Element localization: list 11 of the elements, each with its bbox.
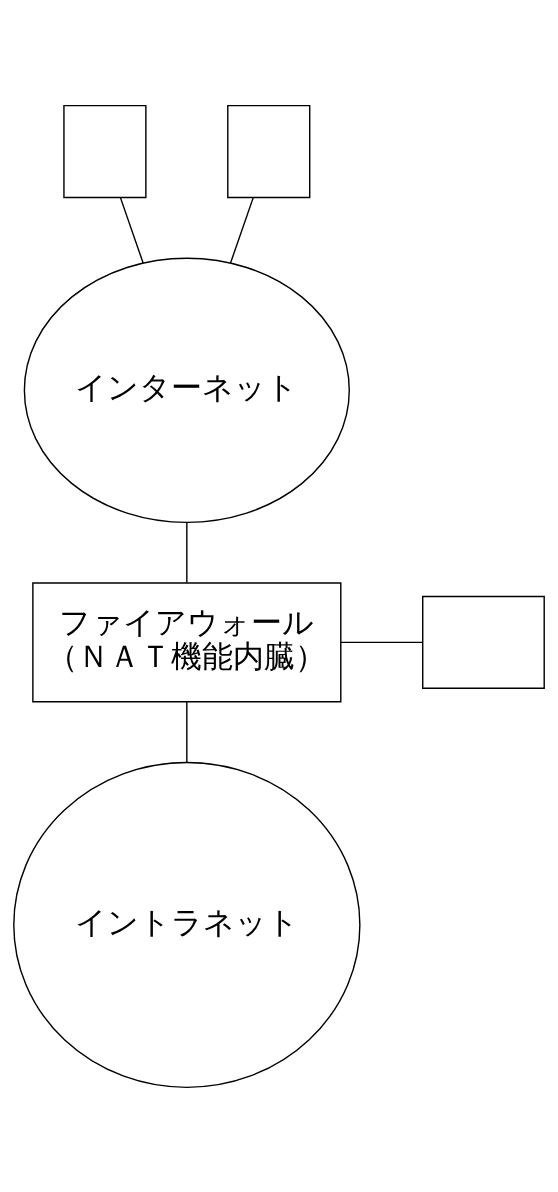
node-ellipse: インターネット: [23, 257, 350, 523]
node-box: [227, 104, 311, 198]
connector: [340, 641, 423, 643]
connector: [186, 521, 188, 584]
node-box: ファイアウォール （ＮＡＴ機能内臓）: [32, 581, 342, 702]
node-circle: イントラネット: [13, 761, 361, 1088]
connector: [186, 700, 188, 763]
node-box: [63, 104, 147, 198]
node-box: [422, 595, 545, 689]
connector: [119, 196, 144, 264]
connector: [229, 196, 254, 264]
